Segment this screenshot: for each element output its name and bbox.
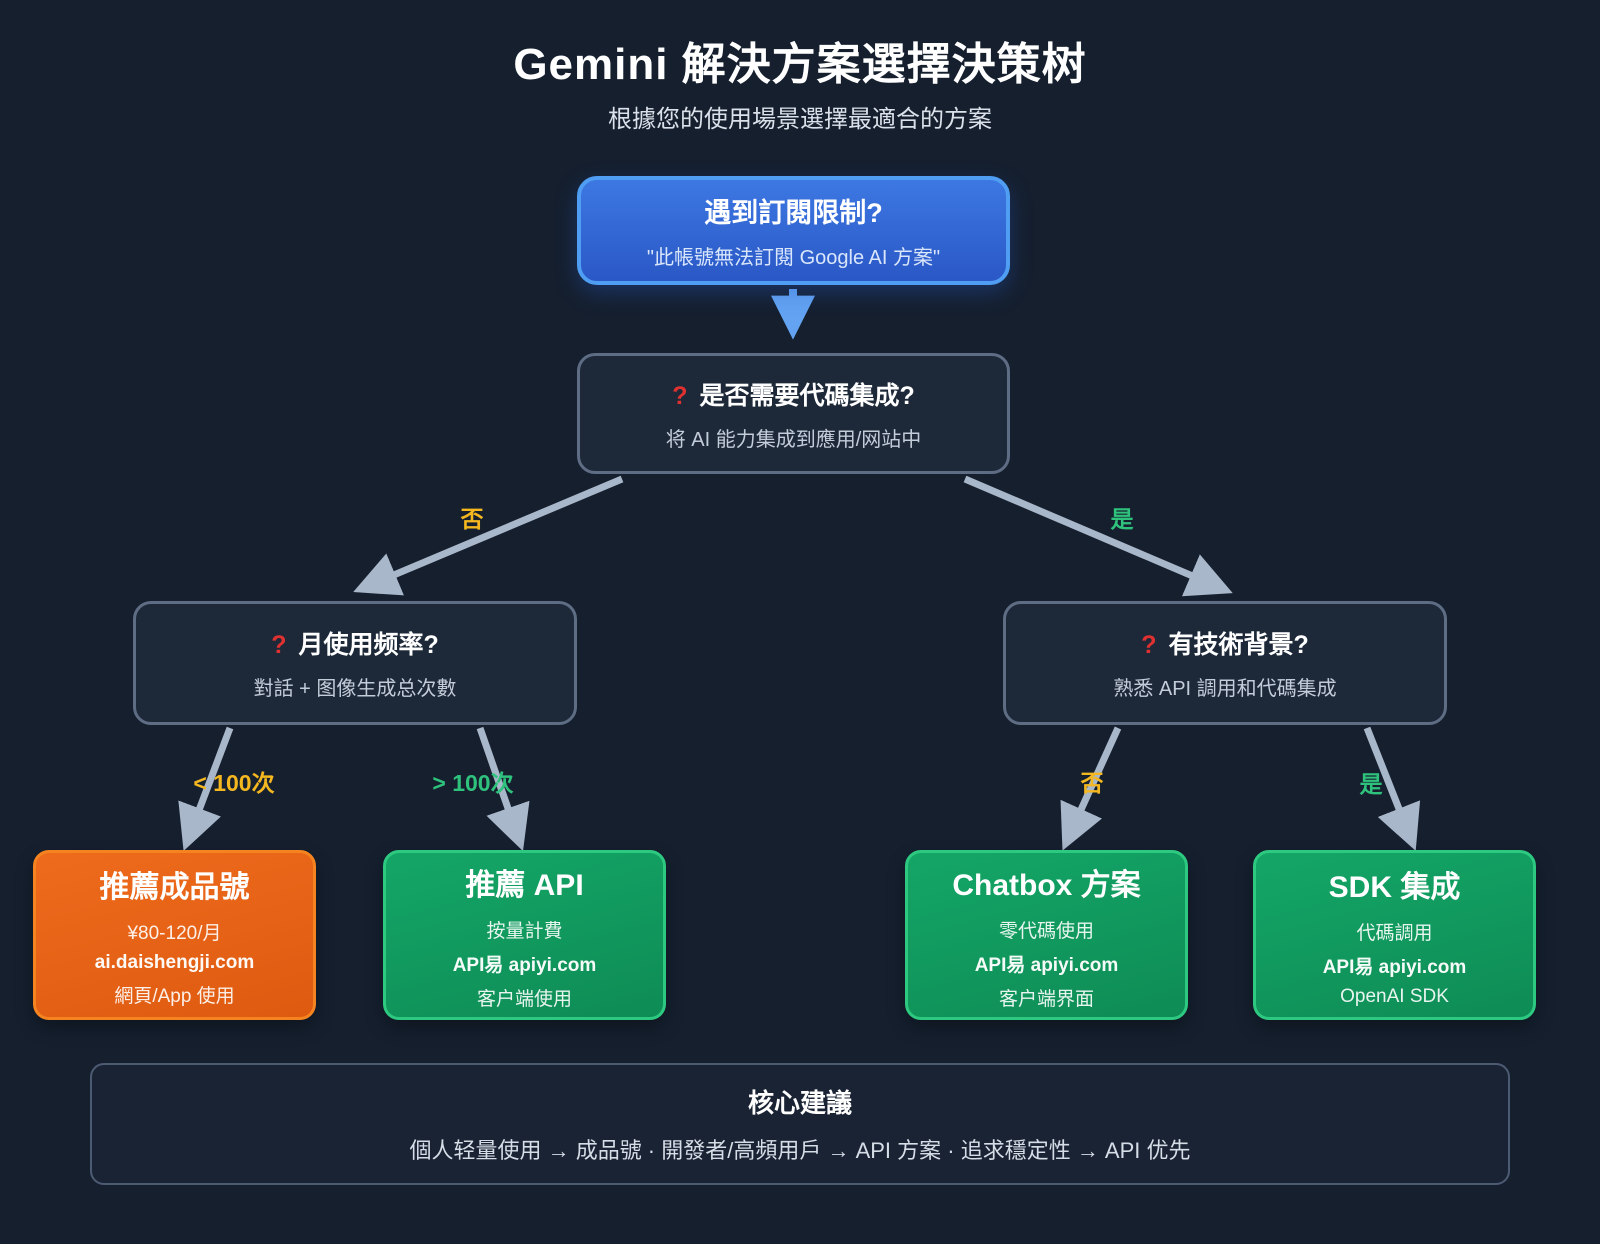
edge-label-tech-yes: 是 xyxy=(1359,771,1383,797)
edge-tech-yes-arrow-icon xyxy=(1363,726,1421,851)
question-icon: ? xyxy=(672,381,688,410)
question-text: 是否需要代碼集成? xyxy=(699,381,915,410)
leaf-domain: API易 apiyi.com xyxy=(974,954,1119,976)
leaf-title: Chatbox 方案 xyxy=(952,868,1141,902)
leaf-domain: API易 apiyi.com xyxy=(1322,957,1467,978)
leaf-domain: ai.daishengji.com xyxy=(94,952,255,973)
node-subtitle: 熟悉 API 調用和代碼集成 xyxy=(1113,678,1337,700)
edge-code-yes-arrow-icon xyxy=(963,475,1233,597)
node-subscription-limit: 遇到訂閱限制? "此帳號無法訂閱 Google AI 方案" xyxy=(577,176,1010,285)
edge-label-code-yes: 是 xyxy=(1110,506,1134,532)
leaf-recommend-product-account: 推薦成品號 ¥80-120/月 ai.daishengji.com 網頁/App… xyxy=(33,850,316,1020)
leaf-billing: 零代碼使用 xyxy=(998,920,1094,942)
leaf-usage: 客户端使用 xyxy=(476,988,572,1010)
node-title: ? 是否需要代碼集成? xyxy=(672,376,915,412)
question-icon: ? xyxy=(271,631,287,659)
edge-tech-no-arrow-icon xyxy=(1060,726,1122,851)
edge-label-freq-low: < 100次 xyxy=(193,770,275,796)
recommendation-title: 核心建議 xyxy=(747,1088,852,1118)
edge-freq-low-arrow-icon xyxy=(178,726,234,852)
leaf-chatbox-plan: Chatbox 方案 零代碼使用 API易 apiyi.com 客户端界面 xyxy=(905,850,1188,1020)
node-title: ? 月使用频率? xyxy=(271,625,439,661)
leaf-usage: 網頁/App 使用 xyxy=(114,986,235,1007)
leaf-billing: 代碼調用 xyxy=(1356,923,1433,944)
node-question-code-integration: ? 是否需要代碼集成? 将 AI 能力集成到應用/网站中 xyxy=(577,353,1010,474)
edge-label-freq-high: > 100次 xyxy=(432,770,514,796)
edge-code-no-arrow-icon xyxy=(353,475,624,596)
node-subtitle: "此帳號無法訂閱 Google AI 方案" xyxy=(646,247,941,269)
leaf-title: 推薦成品號 xyxy=(99,871,250,904)
node-question-usage-frequency: ? 月使用频率? 對話 + 图像生成总次數 xyxy=(133,601,577,725)
leaf-billing: 按量計費 xyxy=(486,920,563,942)
recommendation-text: 個人轻量使用 → 成品號 · 開發者/高頻用戶 → API 方案 · 追求穩定性… xyxy=(409,1138,1191,1163)
leaf-recommend-api: 推薦 API 按量計費 API易 apiyi.com 客户端使用 xyxy=(383,850,666,1020)
leaf-usage: OpenAI SDK xyxy=(1340,986,1449,1007)
edge-label-code-no: 否 xyxy=(460,506,484,532)
core-recommendation-panel: 核心建議 個人轻量使用 → 成品號 · 開發者/高頻用戶 → API 方案 · … xyxy=(90,1063,1510,1185)
leaf-sdk-integration: SDK 集成 代碼調用 API易 apiyi.com OpenAI SDK xyxy=(1253,850,1536,1020)
node-subtitle: 将 AI 能力集成到應用/网站中 xyxy=(665,428,922,451)
question-icon: ? xyxy=(1141,631,1157,659)
edge-label-tech-no: 否 xyxy=(1080,770,1104,796)
node-title: ? 有技術背景? xyxy=(1141,625,1309,661)
leaf-title: 推薦 API xyxy=(465,868,584,902)
edge-freq-high-arrow-icon xyxy=(476,726,530,852)
leaf-title: SDK 集成 xyxy=(1328,871,1461,904)
question-text: 月使用频率? xyxy=(298,631,439,659)
node-title: 遇到訂閱限制? xyxy=(704,198,883,228)
leaf-domain: API易 apiyi.com xyxy=(452,954,597,976)
node-subtitle: 對話 + 图像生成总次數 xyxy=(253,678,457,700)
question-text: 有技術背景? xyxy=(1168,631,1309,659)
node-question-tech-background: ? 有技術背景? 熟悉 API 調用和代碼集成 xyxy=(1003,601,1447,725)
page-title: Gemini 解決方案選擇決策树 xyxy=(513,40,1087,89)
leaf-usage: 客户端界面 xyxy=(998,988,1094,1010)
leaf-price: ¥80-120/月 xyxy=(127,923,222,944)
page-subtitle: 根據您的使用場景選擇最適合的方案 xyxy=(608,106,992,133)
